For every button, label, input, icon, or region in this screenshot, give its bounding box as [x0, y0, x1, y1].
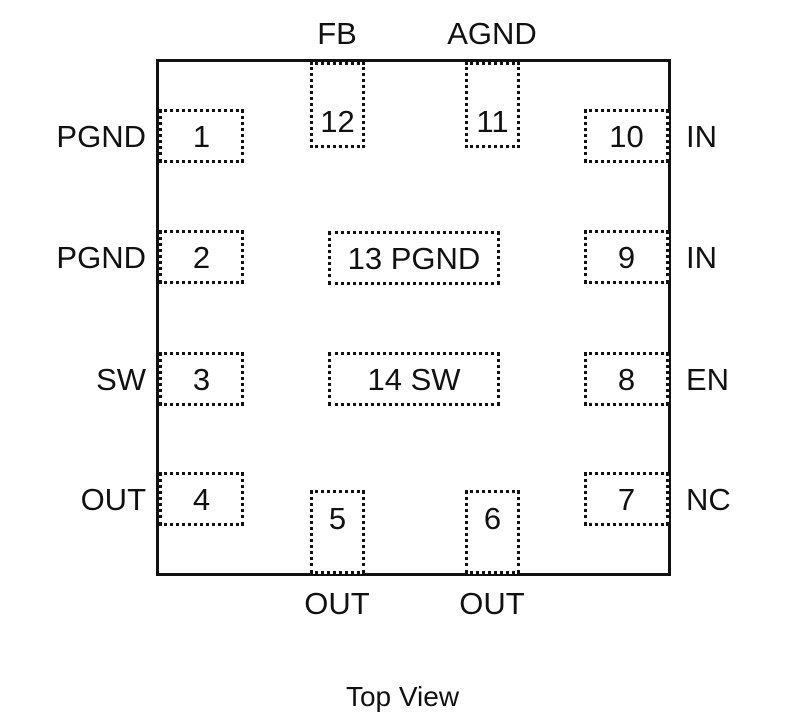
- pad-8-number: 8: [617, 361, 636, 397]
- pin-4-name: OUT: [80, 482, 146, 517]
- pin-7-name: NC: [686, 482, 731, 517]
- pin-8-name: EN: [686, 362, 730, 397]
- pad-2: 2: [159, 230, 244, 284]
- pin-2-name: PGND: [56, 240, 146, 275]
- pad-11: 11: [465, 62, 520, 148]
- pad-5: 5: [310, 490, 365, 574]
- pin-6-name: OUT: [459, 586, 525, 621]
- pad-13-label: 13 PGND: [347, 240, 481, 276]
- pad-3: 3: [159, 352, 244, 406]
- pad-12-number: 12: [320, 104, 355, 139]
- pad-8: 8: [584, 352, 669, 406]
- pad-1-number: 1: [192, 118, 211, 154]
- pin-10-name: IN: [686, 119, 717, 154]
- pin-1-name: PGND: [56, 119, 146, 154]
- pad-9: 9: [584, 230, 669, 284]
- pad-12: 12: [310, 62, 365, 148]
- pin-12-name: FB: [317, 16, 357, 51]
- pad-5-number: 5: [328, 501, 347, 536]
- pad-14: 14 SW: [328, 352, 500, 406]
- pad-11-number: 11: [476, 104, 509, 139]
- pin-3-name: SW: [96, 362, 146, 397]
- pad-4-number: 4: [192, 481, 211, 517]
- pad-10: 10: [584, 109, 669, 163]
- pad-10-number: 10: [609, 118, 644, 154]
- pin-9-name: IN: [686, 240, 717, 275]
- view-caption: Top View: [345, 681, 460, 712]
- pad-1: 1: [159, 109, 244, 163]
- pad-3-number: 3: [192, 361, 211, 397]
- pad-6-number: 6: [483, 501, 502, 536]
- pad-13: 13 PGND: [328, 231, 500, 285]
- pad-4: 4: [159, 472, 244, 526]
- package-outline: [156, 59, 671, 576]
- pad-9-number: 9: [617, 239, 636, 275]
- pad-7: 7: [584, 472, 669, 526]
- pin-11-name: AGND: [447, 16, 537, 51]
- pad-7-number: 7: [617, 481, 636, 517]
- pad-14-label: 14 SW: [367, 361, 461, 397]
- pad-6: 6: [465, 490, 520, 574]
- pad-2-number: 2: [192, 239, 211, 275]
- pin-5-name: OUT: [304, 586, 370, 621]
